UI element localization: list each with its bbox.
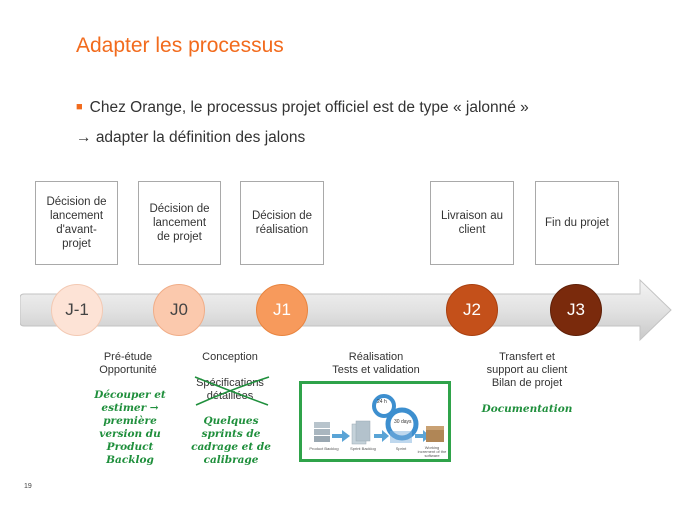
phase-preetude: Pré-étude Opportunité bbox=[99, 351, 157, 376]
phase-specifications-struck: Spécifications détaillées bbox=[196, 377, 264, 402]
milestone-box-5: Fin du projet bbox=[535, 181, 619, 265]
gate-j0: J0 bbox=[153, 284, 205, 336]
arrow-line-text: adapter la définition des jalons bbox=[95, 129, 306, 146]
bullet-item: ■ Chez Orange, le processus projet offici… bbox=[76, 99, 529, 117]
diagram-label-sprint: Sprint bbox=[395, 446, 407, 451]
arrow-line: → adapter la définition des jalons bbox=[76, 129, 305, 147]
diagram-label-increment: Working increment of the software bbox=[417, 445, 447, 458]
milestone-box-4: Livraison au client bbox=[430, 181, 514, 265]
milestone-box-3: Décision de réalisation bbox=[240, 181, 324, 265]
gate-j2: J2 bbox=[446, 284, 498, 336]
diagram-label-product-backlog: Product Backlog bbox=[309, 446, 339, 451]
milestone-box-2: Décision de lancement de projet bbox=[138, 181, 221, 265]
scrum-cycle-graphic bbox=[314, 394, 444, 445]
gate-j-1: J-1 bbox=[51, 284, 103, 336]
strikethrough-cross bbox=[194, 376, 270, 406]
handwritten-note-documentation: Documentation bbox=[481, 403, 573, 415]
bullet-icon: ■ bbox=[76, 101, 83, 113]
right-arrow-icon: → bbox=[76, 129, 96, 146]
handwritten-note-sprints: Quelques sprints de cadrage et de calibr… bbox=[191, 415, 271, 466]
cycle-label-24h: 24 h bbox=[377, 399, 387, 405]
diagram-label-sprint-backlog: Sprint Backlog bbox=[350, 446, 376, 451]
phase-transfert: Transfert et support au client Bilan de … bbox=[486, 351, 568, 389]
cycle-label-30days: 30 days bbox=[394, 419, 412, 425]
milestone-box-1: Décision de lancement d'avant- projet bbox=[35, 181, 118, 265]
handwritten-note-backlog: Découper et estimer → première version d… bbox=[94, 389, 166, 466]
phase-conception: Conception bbox=[202, 351, 258, 363]
scrum-diagram: 24 h 30 days Product Backlog Sprint Back… bbox=[299, 381, 451, 462]
gate-j3: J3 bbox=[550, 284, 602, 336]
slide-title: Adapter les processus bbox=[76, 34, 284, 57]
bullet-text: Chez Orange, le processus projet officie… bbox=[89, 99, 529, 116]
gate-j1: J1 bbox=[256, 284, 308, 336]
phase-realisation: Réalisation Tests et validation bbox=[332, 351, 420, 376]
page-number: 19 bbox=[24, 483, 32, 490]
